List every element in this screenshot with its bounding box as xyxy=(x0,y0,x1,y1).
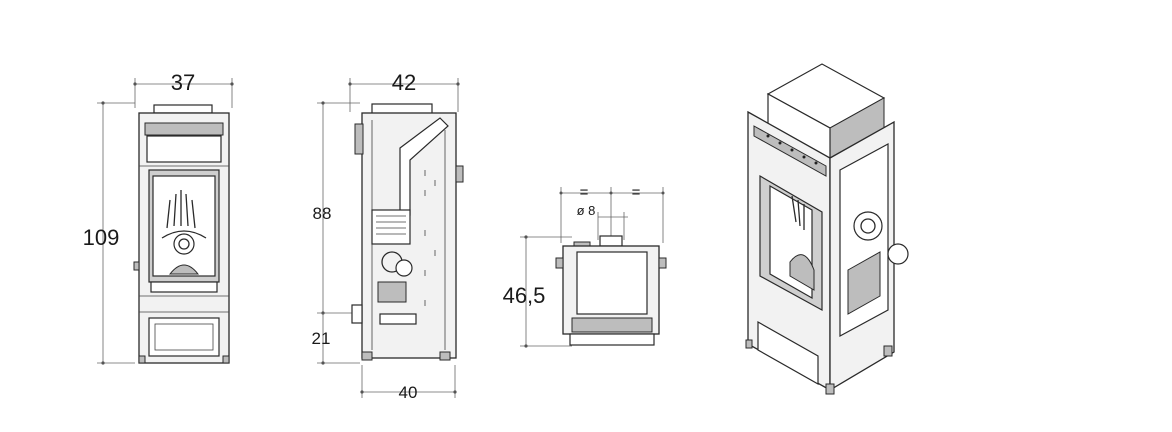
perspective-view xyxy=(745,63,909,395)
front-view: 37 109 xyxy=(83,70,234,365)
control-board xyxy=(371,209,411,245)
side-outlet-dimension: 21 xyxy=(312,313,360,365)
side-height-dimension: 88 xyxy=(313,101,360,315)
equal-left-label: = xyxy=(580,184,589,201)
top-depth-label: 46,5 xyxy=(503,283,546,308)
top-view: = = ø 8 46,5 xyxy=(503,184,667,348)
side-outlet-height-label: 21 xyxy=(312,329,331,348)
side-depth-dimension: 42 xyxy=(348,70,460,112)
front-width-dimension: 37 xyxy=(133,70,234,108)
side-base-dimension: 40 xyxy=(360,365,457,402)
side-base-depth-label: 40 xyxy=(399,383,418,402)
perspective-lower-door xyxy=(757,320,819,386)
side-flue-outlet xyxy=(351,304,363,324)
equal-right-label: = xyxy=(632,184,641,201)
control-buttons xyxy=(766,134,818,165)
side-stove-body xyxy=(351,103,464,361)
flame-logo-icon xyxy=(161,190,207,275)
top-depth-dimension: 46,5 xyxy=(503,235,572,348)
control-panel xyxy=(753,125,827,177)
diameter-label: ø 8 xyxy=(577,203,596,218)
side-height-label: 88 xyxy=(313,204,332,223)
top-equal-dimension: = = xyxy=(559,184,665,243)
front-height-dimension: 109 xyxy=(83,101,135,365)
side-depth-label: 42 xyxy=(392,70,416,95)
top-diameter-dimension: ø 8 xyxy=(577,203,628,240)
front-stove-body xyxy=(133,104,230,364)
front-width-label: 37 xyxy=(171,70,195,95)
side-view: 42 88 21 40 xyxy=(312,70,464,402)
front-height-label: 109 xyxy=(83,225,120,250)
top-stove-body xyxy=(555,235,667,346)
